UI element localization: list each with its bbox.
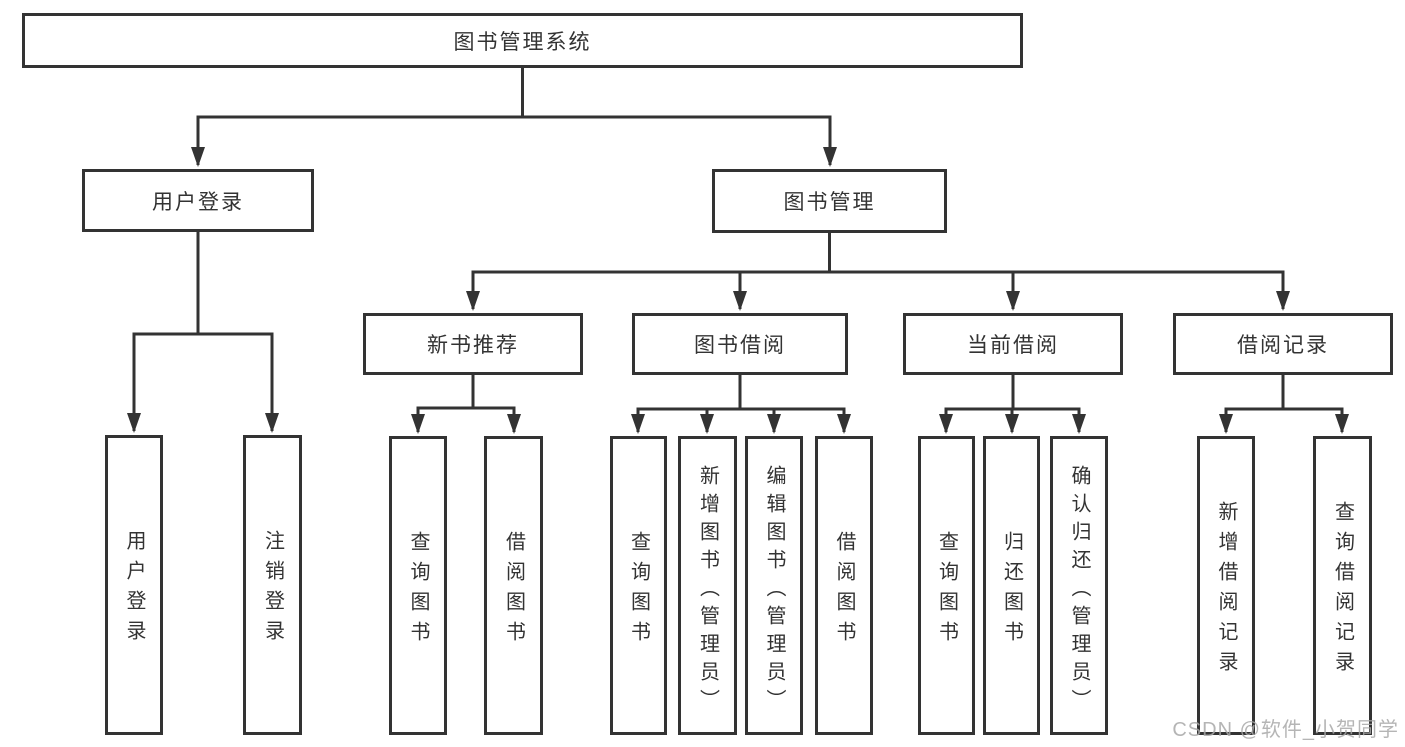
node-current-borrow: 当前借阅 [903, 313, 1123, 375]
leaf-query-book-recommend-label: 查询图书 [407, 530, 429, 651]
leaf-query-book-recommend: 查询图书 [389, 436, 447, 735]
leaf-query-book-borrow-label: 查询图书 [627, 530, 650, 651]
node-current-borrow-label: 当前借阅 [967, 334, 1059, 357]
leaf-confirm-return-admin-label: 确认归还（管理员） [1068, 464, 1090, 717]
node-root: 图书管理系统 [22, 13, 1023, 68]
leaf-confirm-return-admin: 确认归还（管理员） [1050, 436, 1108, 735]
leaf-borrow-book-borrow: 借阅图书 [815, 436, 873, 735]
leaf-query-borrow-record: 查询借阅记录 [1313, 436, 1372, 735]
leaf-user-login: 用户登录 [105, 435, 163, 735]
leaf-edit-book-admin: 编辑图书（管理员） [745, 436, 803, 735]
leaf-add-borrow-record-label: 新增借阅记录 [1215, 500, 1237, 681]
csdn-watermark: CSDN @软件_小贺同学 [1172, 719, 1399, 741]
leaf-edit-book-admin-label: 编辑图书（管理员） [763, 464, 785, 717]
node-new-book-recommend: 新书推荐 [363, 313, 583, 375]
node-new-book-recommend-label: 新书推荐 [427, 334, 519, 357]
leaf-borrow-book-recommend-label: 借阅图书 [502, 530, 525, 651]
leaf-user-login-label: 用户登录 [123, 530, 145, 650]
leaf-logout: 注销登录 [243, 435, 302, 735]
node-book-borrow-label: 图书借阅 [694, 334, 786, 357]
leaf-return-book: 归还图书 [983, 436, 1040, 735]
leaf-query-book-borrow: 查询图书 [610, 436, 667, 735]
node-borrow-records: 借阅记录 [1173, 313, 1393, 375]
leaf-borrow-book-borrow-label: 借阅图书 [833, 530, 855, 651]
node-borrow-records-label: 借阅记录 [1237, 334, 1329, 357]
node-user-login-label: 用户登录 [152, 190, 244, 214]
leaf-add-book-admin-label: 新增图书（管理员） [696, 464, 719, 717]
leaf-add-book-admin: 新增图书（管理员） [678, 436, 737, 735]
node-root-label: 图书管理系统 [453, 30, 592, 54]
node-book-management: 图书管理 [712, 169, 947, 233]
leaf-add-borrow-record: 新增借阅记录 [1197, 436, 1255, 735]
leaf-return-book-label: 归还图书 [1000, 530, 1023, 651]
leaf-borrow-book-recommend: 借阅图书 [484, 436, 543, 735]
leaf-logout-label: 注销登录 [261, 530, 284, 650]
leaf-query-book-current: 查询图书 [918, 436, 975, 735]
leaf-query-borrow-record-label: 查询借阅记录 [1331, 500, 1354, 681]
leaf-query-book-current-label: 查询图书 [935, 530, 958, 651]
node-book-borrow: 图书借阅 [632, 313, 848, 375]
node-user-login: 用户登录 [82, 169, 314, 232]
node-book-management-label: 图书管理 [783, 191, 876, 214]
arrowhead-icons [127, 147, 1349, 434]
